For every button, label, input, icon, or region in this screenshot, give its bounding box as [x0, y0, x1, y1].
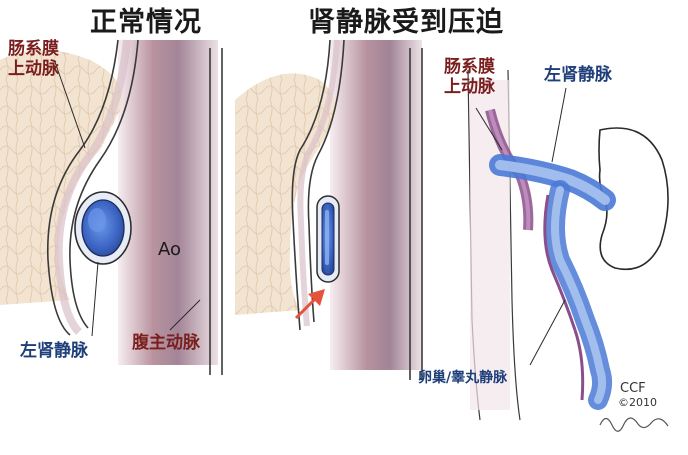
- left-renal-vein-label-left: 左肾静脉: [20, 341, 88, 361]
- sma-label-left-2: 上动脉: [8, 59, 59, 79]
- left-renal-vein-normal: [74, 191, 132, 265]
- title-normal: 正常情况: [90, 7, 202, 38]
- aorta-abbreviation: Ao: [158, 239, 182, 260]
- compression-arrow: [294, 289, 325, 320]
- left-renal-vein-label-right: 左肾静脉: [544, 65, 612, 85]
- fat-tissue-left: [0, 50, 122, 305]
- sma-middle: [291, 39, 331, 331]
- fat-tissue-middle: [235, 73, 336, 315]
- title-compressed: 肾静脉受到压迫: [308, 7, 504, 38]
- ovarian-vein-label: 卵巢/睾丸静脉: [418, 370, 508, 386]
- kidney: [598, 127, 669, 270]
- artist-signature: [599, 417, 669, 432]
- sma-label-right-1: 肠系膜: [444, 57, 495, 77]
- abdominal-aorta-label: 腹主动脉: [132, 333, 200, 353]
- left-panel: [0, 39, 223, 375]
- sma-label-right-2: 上动脉: [444, 77, 495, 97]
- middle-panel: [235, 39, 423, 380]
- left-renal-vein-compressed: [316, 195, 340, 283]
- credit-org: CCF: [620, 381, 646, 396]
- sma-label-left-1: 肠系膜: [8, 39, 59, 59]
- credit-year: ©2010: [618, 396, 657, 409]
- aorta-middle: [330, 40, 422, 370]
- aorta-left: [118, 40, 218, 365]
- right-panel: [467, 69, 669, 432]
- sma-left: [46, 39, 119, 336]
